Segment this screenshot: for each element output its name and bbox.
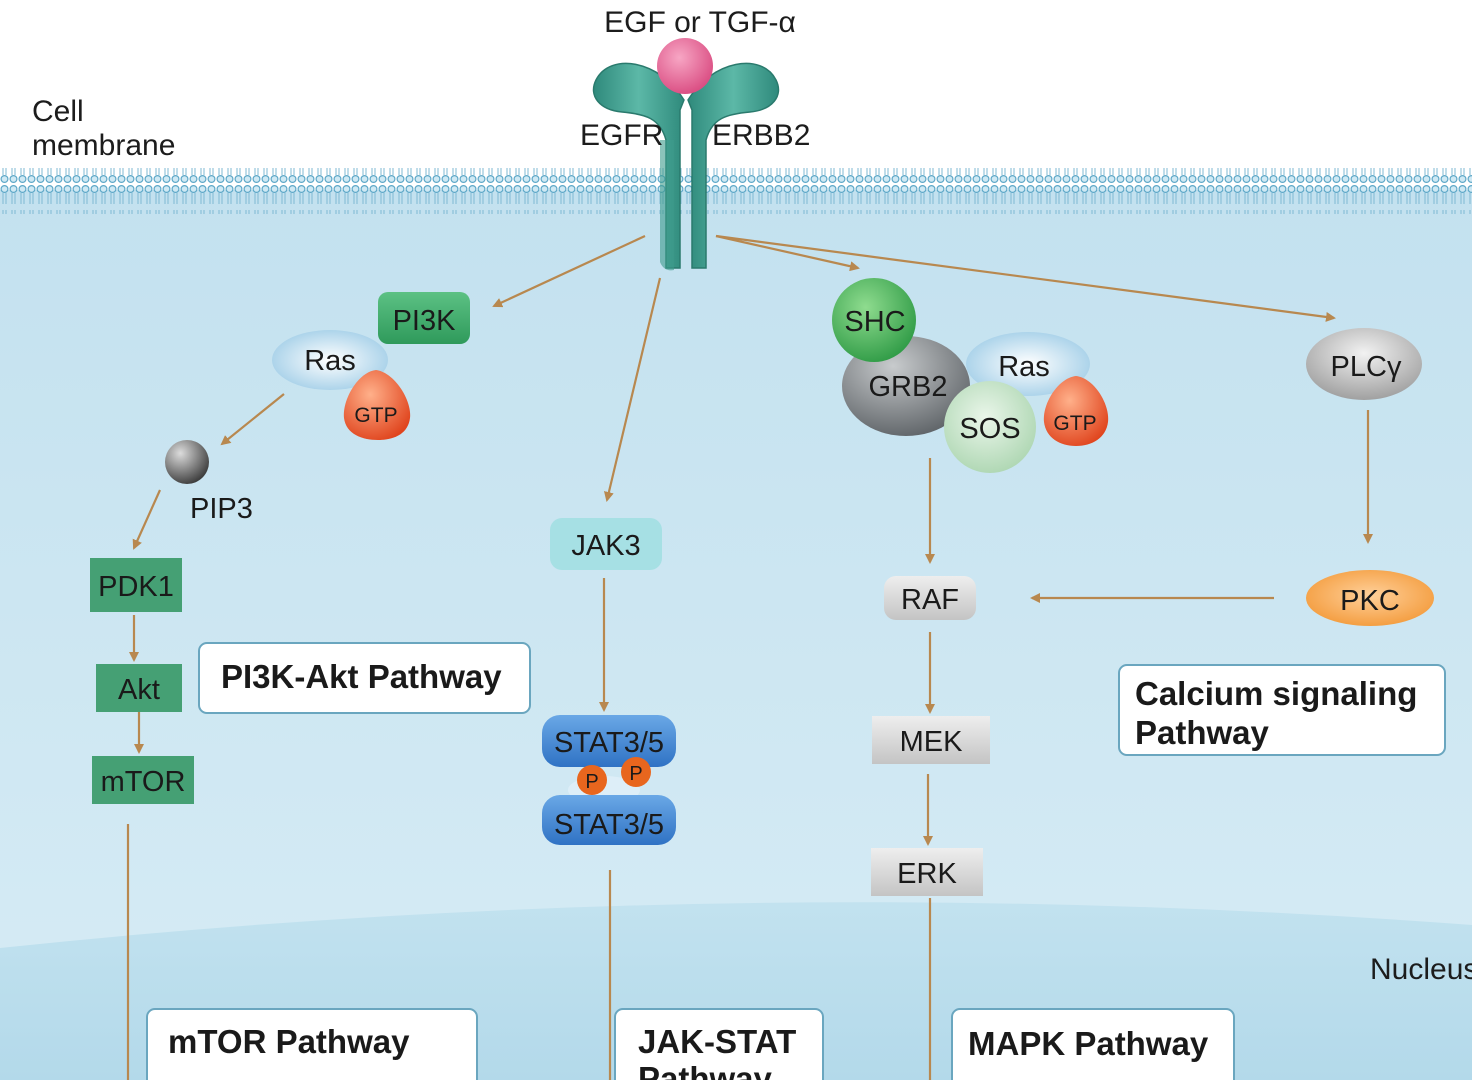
nucleus-label: Nucleus <box>1370 953 1472 986</box>
ras-right-label: Ras <box>998 351 1050 383</box>
mapk-pathway-box <box>951 1008 1235 1080</box>
jak3-label: JAK3 <box>571 530 640 562</box>
gtp-right-label: GTP <box>1053 412 1096 435</box>
arrow-receptor-pi3k <box>492 235 646 308</box>
jak3-node <box>550 518 662 570</box>
membrane-label-line1: Cell <box>32 95 84 128</box>
mtor-pathway-box <box>146 1008 478 1080</box>
jak-stat-pathway-label-line1: JAK-STAT <box>638 1023 796 1060</box>
cell-membrane <box>0 168 1472 214</box>
ligand-label: EGF or TGF-α <box>604 6 796 39</box>
calcium-pathway-box <box>1118 664 1446 756</box>
raf-label: RAF <box>901 584 959 616</box>
jak-stat-pathway-box <box>614 1008 824 1080</box>
arrow-receptor-shc <box>715 234 860 272</box>
plcg-label: PLCγ <box>1331 351 1402 383</box>
mek-node <box>872 716 990 764</box>
mapk-pathway-label: MAPK Pathway <box>968 1025 1209 1062</box>
pi3k-node <box>378 292 470 344</box>
calcium-pathway-label-line1: Calcium signaling <box>1135 675 1417 712</box>
pi3k-akt-pathway-label: PI3K-Akt Pathway <box>221 658 502 695</box>
sos-label: SOS <box>959 413 1020 445</box>
mtor-node <box>92 756 194 804</box>
pkc-label: PKC <box>1340 585 1400 617</box>
stat-top-node <box>542 715 676 767</box>
akt-node <box>96 664 182 712</box>
mtor-label: mTOR <box>101 766 186 798</box>
pi3k-akt-pathway-box <box>198 642 531 714</box>
membrane-label-line2: membrane <box>32 129 175 162</box>
raf-node <box>884 576 976 620</box>
mtor-pathway-label: mTOR Pathway <box>168 1023 410 1060</box>
arrow-receptor-jak3 <box>603 277 662 502</box>
gtp-left-node <box>343 370 411 440</box>
stat-bottom-label: STAT3/5 <box>554 809 664 841</box>
grb2-label: GRB2 <box>869 371 948 403</box>
pip3-node <box>165 440 209 484</box>
jak-stat-pathway-label-line2: Pathway <box>638 1060 773 1080</box>
receptor-left-label: EGFR <box>580 119 663 152</box>
arrow-pip3-pdk1 <box>132 489 162 550</box>
ras-right-node <box>966 332 1090 396</box>
pi3k-label: PI3K <box>393 305 457 337</box>
gtp-right-node <box>1043 376 1109 446</box>
shc-label: SHC <box>844 306 905 338</box>
pdk1-node <box>90 558 182 612</box>
stat-top-label: STAT3/5 <box>554 727 664 759</box>
phospho-2-label: P <box>629 763 642 785</box>
erk-node <box>871 848 983 896</box>
shc-node <box>832 278 916 362</box>
calcium-pathway-label-line2: Pathway <box>1135 714 1270 751</box>
receptor-right-label: ERBB2 <box>712 119 810 152</box>
sos-node <box>944 381 1036 473</box>
arrows <box>126 234 1373 1080</box>
mek-label: MEK <box>900 726 964 758</box>
pkc-node <box>1306 570 1434 626</box>
stat-bottom-node <box>542 795 676 845</box>
phospho-2-node <box>621 757 651 787</box>
egf-ligand <box>657 38 713 94</box>
phospho-1-label: P <box>585 771 598 793</box>
arrow-receptor-plcg <box>715 234 1336 322</box>
arrow-ras-pip3 <box>220 393 285 446</box>
phospho-1-node <box>577 765 607 795</box>
gtp-left-label: GTP <box>354 404 397 427</box>
pip3-label: PIP3 <box>190 493 253 525</box>
erk-label: ERK <box>897 858 957 890</box>
egfr-erbb2-receptor <box>592 62 780 271</box>
pdk1-label: PDK1 <box>98 571 174 603</box>
ras-left-label: Ras <box>304 345 356 377</box>
plcg-node <box>1306 328 1422 400</box>
akt-label: Akt <box>118 674 160 706</box>
ras-left-node <box>272 330 388 390</box>
